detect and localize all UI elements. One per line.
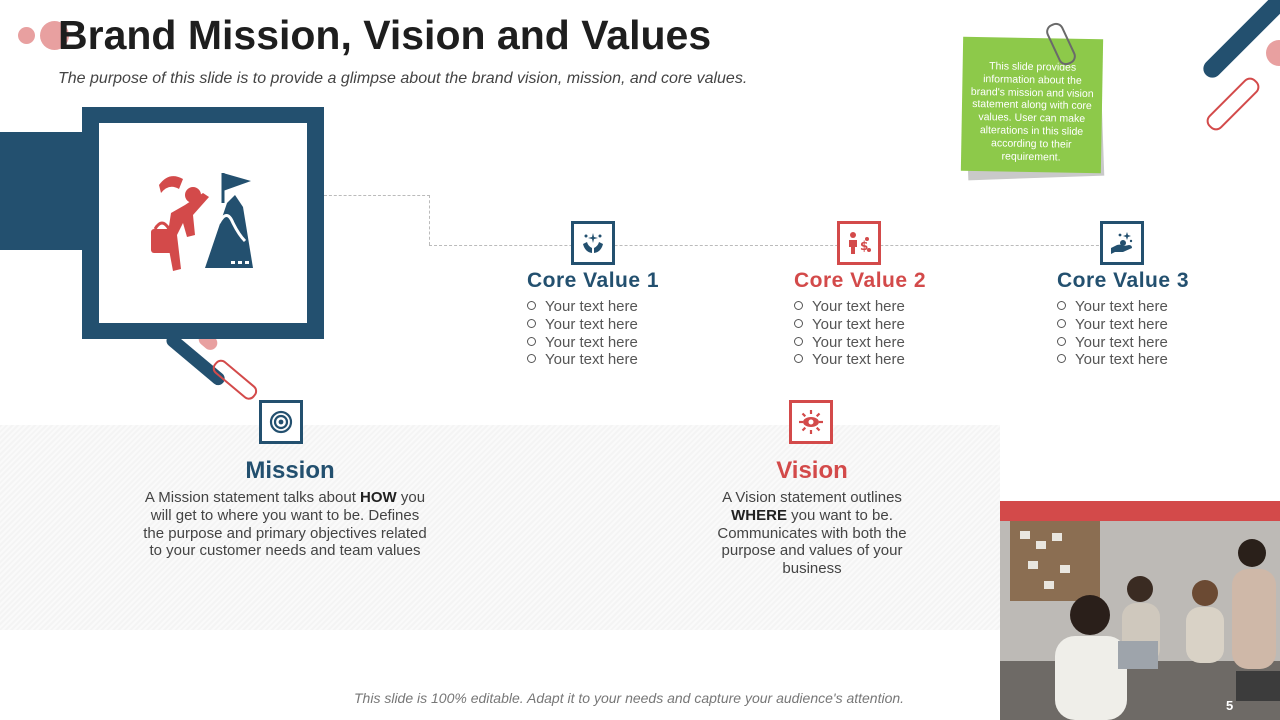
connector-line (429, 195, 430, 245)
sticky-note-text: This slide provides information about th… (970, 60, 1094, 164)
decorative-dot-large (40, 21, 69, 50)
list-item: Your text here (1057, 316, 1168, 334)
page-subtitle: The purpose of this slide is to provide … (58, 70, 748, 87)
decorative-dot-small (18, 27, 35, 44)
sticky-note: This slide provides information about th… (960, 36, 1104, 174)
footer-note: This slide is 100% editable. Adapt it to… (354, 690, 905, 706)
climber-summit-icon (151, 173, 253, 271)
team-meeting-photo (1000, 521, 1280, 720)
list-item: Your text here (1057, 351, 1168, 369)
vision-title: Vision (776, 457, 848, 484)
list-item: Your text here (1057, 298, 1168, 316)
list-item: Your text here (794, 316, 905, 334)
list-item: Your text here (527, 351, 638, 369)
decorative-circle (1266, 40, 1280, 66)
mission-text: A Mission statement talks about HOW you … (143, 489, 427, 560)
list-item: Your text here (794, 351, 905, 369)
connector-line (324, 195, 430, 196)
core-value-1-list: Your text here Your text here Your text … (527, 298, 638, 369)
decorative-pill (1203, 74, 1263, 134)
hands-sparkle-icon (571, 221, 615, 265)
list-item: Your text here (1057, 334, 1168, 352)
core-value-2-list: Your text here Your text here Your text … (794, 298, 905, 369)
target-icon (259, 400, 303, 444)
page-number: 5 (1226, 698, 1234, 713)
page-title: Brand Mission, Vision and Values (58, 12, 712, 58)
icon-frame-inner (99, 123, 307, 323)
core-value-2-title: Core Value 2 (794, 269, 927, 292)
decorative-bar (1199, 0, 1280, 82)
person-money-icon: $ (837, 221, 881, 265)
photo-accent-bar (1000, 501, 1280, 521)
svg-text:$: $ (860, 239, 868, 253)
gear-eye-icon (789, 400, 833, 444)
list-item: Your text here (794, 298, 905, 316)
core-value-3-title: Core Value 3 (1057, 269, 1190, 292)
list-item: Your text here (527, 298, 638, 316)
core-value-1-title: Core Value 1 (527, 269, 660, 292)
connector-line (429, 245, 1129, 246)
list-item: Your text here (527, 316, 638, 334)
list-item: Your text here (527, 334, 638, 352)
hand-sparkle-icon (1100, 221, 1144, 265)
mission-title: Mission (245, 457, 335, 484)
list-item: Your text here (794, 334, 905, 352)
vision-text: A Vision statement outlines WHERE you wa… (717, 489, 907, 578)
core-value-3-list: Your text here Your text here Your text … (1057, 298, 1168, 369)
mission-vision-band (0, 425, 1000, 630)
